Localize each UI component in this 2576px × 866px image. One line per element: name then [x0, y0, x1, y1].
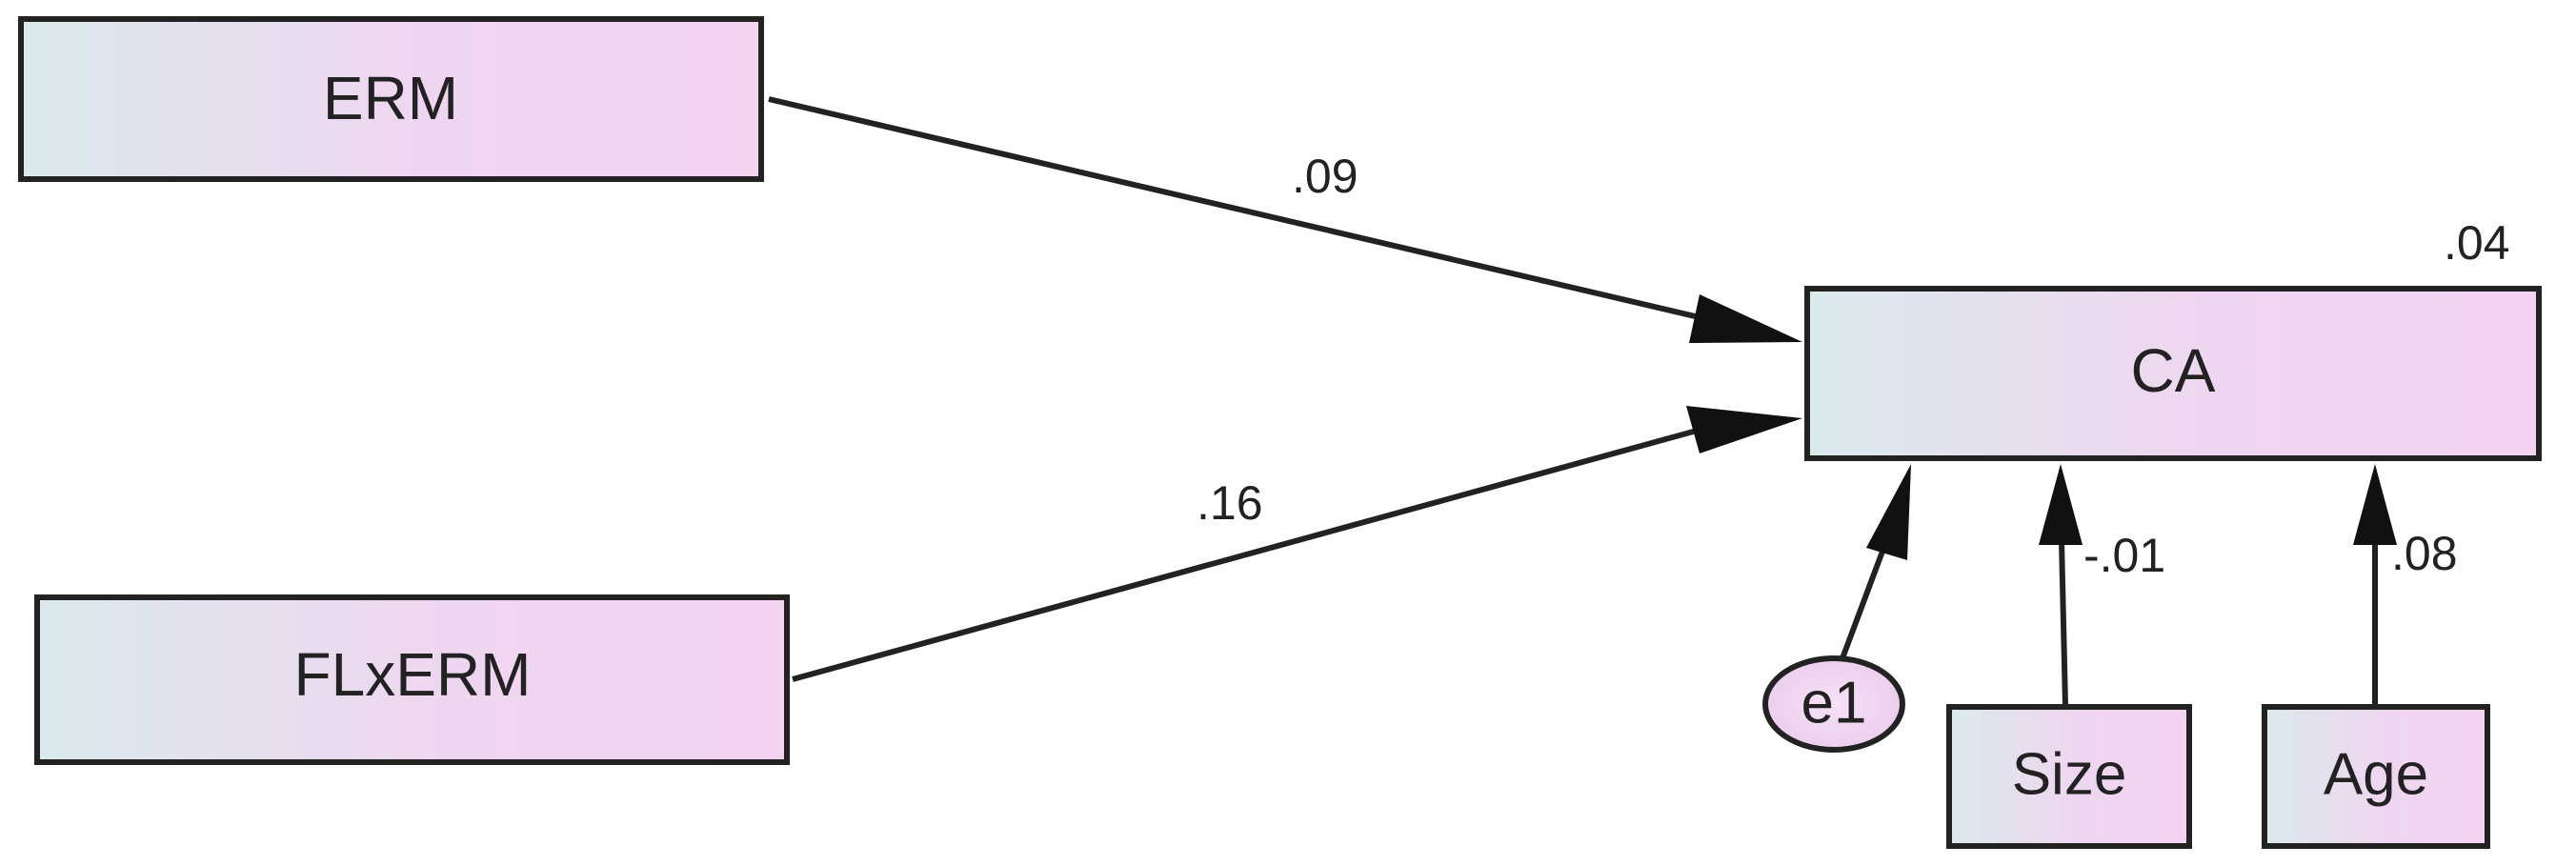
paths: [768, 96, 2378, 707]
flxerm-label: FLxERM: [294, 640, 532, 709]
coef-flxerm-ca: .16: [1197, 476, 1263, 530]
node-flxerm: FLxERM: [34, 594, 790, 765]
age-box: [2262, 704, 2490, 849]
e1-ellipse: [1762, 655, 1905, 753]
ca-box: [1804, 286, 2542, 461]
path-erm-to-ca: [768, 96, 1708, 322]
arrowhead-erm-ca: [1689, 294, 1802, 343]
size-label: Size: [2012, 741, 2127, 807]
node-size: Size: [1946, 704, 2192, 849]
erm-label: ERM: [323, 64, 458, 132]
path-flxerm-to-ca: [792, 425, 1708, 682]
ca-r-squared: .04: [2444, 216, 2510, 270]
e1-label: e1: [1801, 670, 1867, 735]
arrowhead-size-ca: [2039, 464, 2083, 545]
coef-erm-ca: .09: [1292, 150, 1358, 203]
coef-age-ca: .08: [2391, 527, 2458, 580]
path-e1-to-ca: [1840, 532, 1892, 660]
node-erm: ERM: [18, 16, 764, 182]
ca-label: CA: [2131, 336, 2216, 405]
age-label: Age: [2324, 741, 2428, 807]
path-coefficients: .09 .16 -.01 .08: [1197, 150, 2458, 582]
arrowhead-e1-ca: [1866, 464, 1911, 560]
coef-size-ca: -.01: [2083, 529, 2165, 582]
path-size-to-ca: [2059, 540, 2068, 707]
flxerm-box: [34, 594, 790, 765]
arrowhead-age-ca: [2353, 464, 2397, 545]
erm-box: [18, 16, 764, 182]
arrowheads: [1686, 294, 2397, 560]
node-e1: e1: [1762, 655, 1905, 753]
size-box: [1946, 704, 2192, 849]
node-age: Age: [2262, 704, 2490, 849]
node-ca: CA .04: [1804, 216, 2542, 461]
arrowhead-flxerm-ca: [1686, 406, 1802, 453]
